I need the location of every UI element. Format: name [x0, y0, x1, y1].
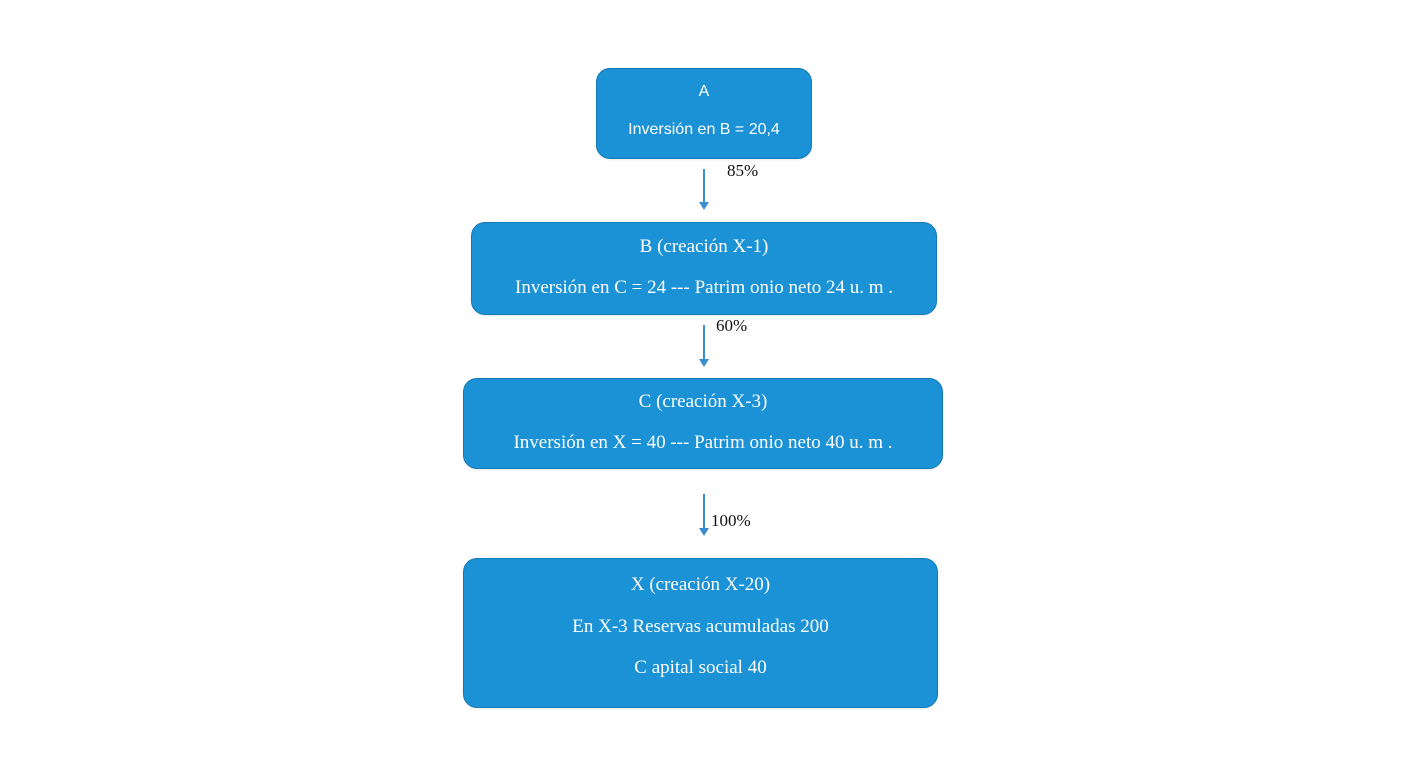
- node-x: X (creación X-20) En X-3 Reservas acumul…: [463, 558, 938, 708]
- edge-a-b-arrow: [699, 169, 709, 210]
- edge-b-c-arrow: [699, 325, 709, 367]
- node-c-title: C (creación X-3): [638, 391, 768, 412]
- node-x-line-2: C apital social 40: [634, 657, 767, 678]
- edge-c-x-arrow: [699, 494, 709, 536]
- node-b: B (creación X-1) Inversión en C = 24 ---…: [471, 222, 937, 315]
- node-x-line-1: En X-3 Reservas acumuladas 200: [572, 616, 829, 637]
- node-c-line-1: Inversión en X = 40 --- Patrim onio neto…: [513, 432, 893, 453]
- node-b-title: B (creación X-1): [639, 236, 769, 257]
- edge-c-x-label: 100%: [711, 511, 751, 530]
- node-a: A Inversión en B = 20,4: [596, 68, 812, 159]
- edge-a-b-label: 85%: [727, 161, 759, 180]
- node-b-line-1: Inversión en C = 24 --- Patrim onio neto…: [515, 277, 893, 298]
- node-a-title: A: [698, 83, 710, 100]
- edge-b-c-label: 60%: [716, 316, 748, 335]
- node-c: C (creación X-3) Inversión en X = 40 ---…: [463, 378, 943, 469]
- node-a-line-1: Inversión en B = 20,4: [628, 121, 780, 138]
- node-x-title: X (creación X-20): [630, 574, 771, 595]
